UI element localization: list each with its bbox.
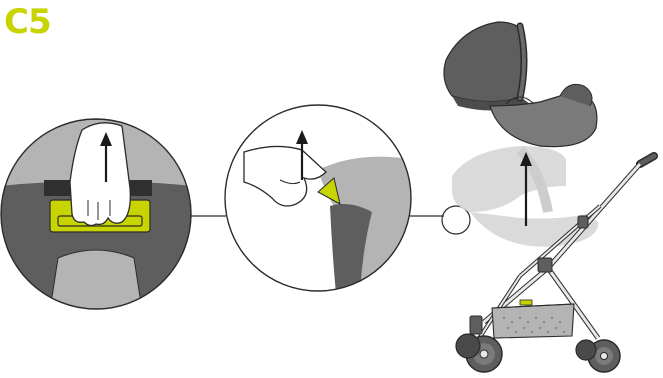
detail-circle-side-release bbox=[224, 104, 412, 292]
car-seat-ghost bbox=[452, 146, 599, 247]
detail-circle-handle-release bbox=[0, 118, 192, 310]
up-arrow-icon bbox=[520, 152, 532, 226]
side-release-lever-icon bbox=[317, 177, 341, 205]
front-wheel-back bbox=[575, 339, 597, 361]
step-label: C5 bbox=[4, 2, 52, 42]
up-arrow-icon bbox=[296, 130, 308, 180]
stroller-icon bbox=[455, 152, 658, 373]
hand-lifting-release-handle-icon bbox=[69, 122, 131, 227]
infant-car-seat-icon bbox=[443, 21, 598, 148]
rear-wheel-back bbox=[455, 333, 481, 359]
up-arrow-icon bbox=[100, 132, 112, 182]
callout-circle bbox=[441, 205, 471, 235]
